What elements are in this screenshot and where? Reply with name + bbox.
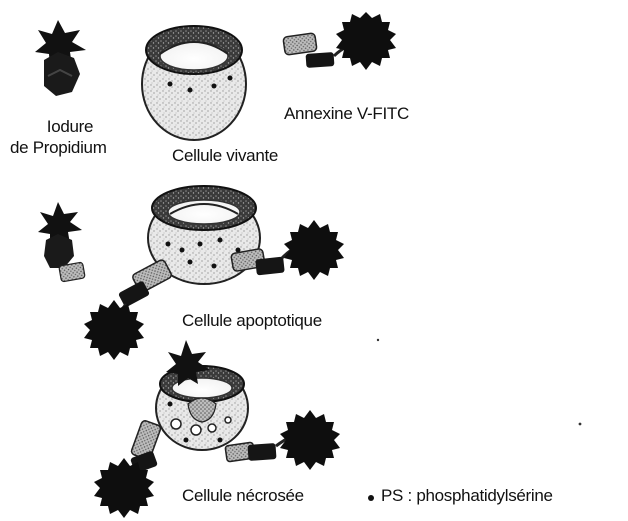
ps-dot	[218, 438, 223, 443]
scan-speck	[377, 339, 379, 341]
ps-dot	[166, 242, 171, 247]
ps-dot	[180, 248, 185, 253]
propidium-iodide-icon	[35, 20, 86, 96]
ps-footnote: PS : phosphatidylsérine	[381, 486, 553, 506]
ps-dot	[228, 76, 233, 81]
ps-dot	[188, 260, 193, 265]
annexin-fitc-bound-left	[84, 259, 173, 360]
ps-dot	[218, 238, 223, 243]
ps-legend-dot	[368, 495, 374, 501]
apoptotic-cell-label: Cellule apoptotique	[182, 311, 322, 331]
annexin-fitc-necrotic-left	[94, 420, 162, 518]
living-cell-icon	[142, 26, 246, 140]
propidium-iodide-label-line1: Iodure	[40, 117, 100, 137]
necrotic-cell-icon	[156, 366, 248, 450]
ps-dot	[198, 242, 203, 247]
ps-dot	[188, 88, 193, 93]
ps-dot	[168, 402, 173, 407]
annexin-label: Annexine V-FITC	[284, 104, 409, 124]
ps-dot	[168, 82, 173, 87]
propidium-iodide-icon-2	[38, 202, 85, 282]
living-cell-label: Cellule vivante	[172, 146, 278, 166]
ps-dot	[212, 264, 217, 269]
annexin-fitc-icon	[283, 12, 396, 70]
necrotic-cell-label: Cellule nécrosée	[182, 486, 304, 506]
scan-speck	[579, 423, 582, 426]
ps-dot	[212, 84, 217, 89]
ps-dot	[184, 438, 189, 443]
propidium-iodide-label-line2: de Propidium	[10, 138, 107, 158]
